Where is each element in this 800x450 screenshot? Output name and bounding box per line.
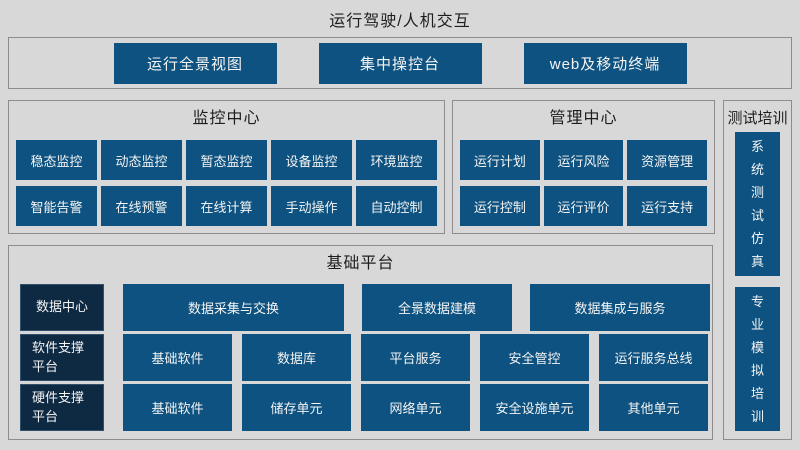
- web-mobile-terminal-button[interactable]: web及移动终端: [523, 42, 687, 84]
- operation-control-button[interactable]: 运行控制: [460, 186, 540, 226]
- dynamic-monitor-button[interactable]: 动态监控: [101, 140, 182, 180]
- security-facility-unit-button[interactable]: 安全设施单元: [480, 384, 589, 431]
- other-unit-button[interactable]: 其他单元: [599, 384, 708, 431]
- data-center-row: 数据中心 数据采集与交换 全景数据建模 数据集成与服务: [20, 284, 710, 331]
- network-unit-button[interactable]: 网络单元: [361, 384, 470, 431]
- monitoring-center-section: 监控中心 稳态监控 动态监控 暂态监控 设备监控 环境监控 智能告警 在线预警 …: [8, 100, 445, 234]
- basic-software-button[interactable]: 基础软件: [123, 334, 232, 381]
- software-platform-label: 软件支撑平台: [20, 334, 104, 381]
- security-control-button[interactable]: 安全管控: [480, 334, 589, 381]
- monitoring-center-grid: 稳态监控 动态监控 暂态监控 设备监控 环境监控 智能告警 在线预警 在线计算 …: [16, 140, 437, 226]
- monitoring-center-title: 监控中心: [192, 110, 261, 127]
- panorama-view-button[interactable]: 运行全景视图: [113, 42, 277, 84]
- hmi-section: 运行全景视图 集中操控台 web及移动终端: [8, 37, 792, 89]
- operation-service-bus-button[interactable]: 运行服务总线: [599, 334, 708, 381]
- operation-risk-button[interactable]: 运行风险: [543, 140, 624, 180]
- page-title: 运行驾驶/人机交互: [329, 13, 471, 30]
- system-test-simulation-label: 系统测试仿真: [750, 139, 764, 269]
- data-integration-service-button[interactable]: 数据集成与服务: [530, 284, 710, 331]
- base-platform-title: 基础平台: [326, 255, 395, 272]
- data-collection-exchange-button[interactable]: 数据采集与交换: [123, 284, 344, 331]
- online-warning-button[interactable]: 在线预警: [101, 186, 182, 226]
- resource-management-button[interactable]: 资源管理: [627, 140, 707, 180]
- operation-plan-button[interactable]: 运行计划: [460, 140, 540, 180]
- software-platform-row: 软件支撑平台 基础软件 数据库 平台服务 安全管控 运行服务总线: [20, 334, 708, 381]
- platform-service-button[interactable]: 平台服务: [361, 334, 470, 381]
- manual-operation-button[interactable]: 手动操作: [271, 186, 352, 226]
- management-center-title: 管理中心: [549, 110, 618, 127]
- data-center-label: 数据中心: [20, 284, 104, 331]
- system-test-simulation-button[interactable]: 系统测试仿真: [735, 132, 780, 276]
- transient-monitor-button[interactable]: 暂态监控: [186, 140, 267, 180]
- central-console-button[interactable]: 集中操控台: [318, 42, 482, 84]
- panorama-data-modeling-button[interactable]: 全景数据建模: [362, 284, 512, 331]
- management-center-section: 管理中心 运行计划 运行风险 资源管理 运行控制 运行评价 运行支持: [452, 100, 715, 234]
- operation-evaluation-button[interactable]: 运行评价: [543, 186, 624, 226]
- storage-unit-button[interactable]: 储存单元: [242, 384, 351, 431]
- hardware-platform-label: 硬件支撑平台: [20, 384, 104, 431]
- hardware-platform-row: 硬件支撑平台 基础软件 储存单元 网络单元 安全设施单元 其他单元: [20, 384, 708, 431]
- environment-monitor-button[interactable]: 环境监控: [356, 140, 437, 180]
- steady-state-monitor-button[interactable]: 稳态监控: [16, 140, 97, 180]
- professional-simulation-training-button[interactable]: 专业模拟培训: [735, 287, 780, 431]
- online-calculation-button[interactable]: 在线计算: [186, 186, 267, 226]
- professional-simulation-training-label: 专业模拟培训: [750, 294, 764, 424]
- management-center-grid: 运行计划 运行风险 资源管理 运行控制 运行评价 运行支持: [460, 140, 707, 226]
- auto-control-button[interactable]: 自动控制: [356, 186, 437, 226]
- base-platform-section: 基础平台 数据中心 数据采集与交换 全景数据建模 数据集成与服务 软件支撑平台 …: [8, 245, 713, 440]
- operation-support-button[interactable]: 运行支持: [627, 186, 707, 226]
- equipment-monitor-button[interactable]: 设备监控: [271, 140, 352, 180]
- test-training-title: 测试培训: [727, 110, 788, 127]
- database-button[interactable]: 数据库: [242, 334, 351, 381]
- smart-alarm-button[interactable]: 智能告警: [16, 186, 97, 226]
- test-training-section: 测试培训 系统测试仿真 专业模拟培训: [723, 100, 792, 440]
- hardware-basic-software-button[interactable]: 基础软件: [123, 384, 232, 431]
